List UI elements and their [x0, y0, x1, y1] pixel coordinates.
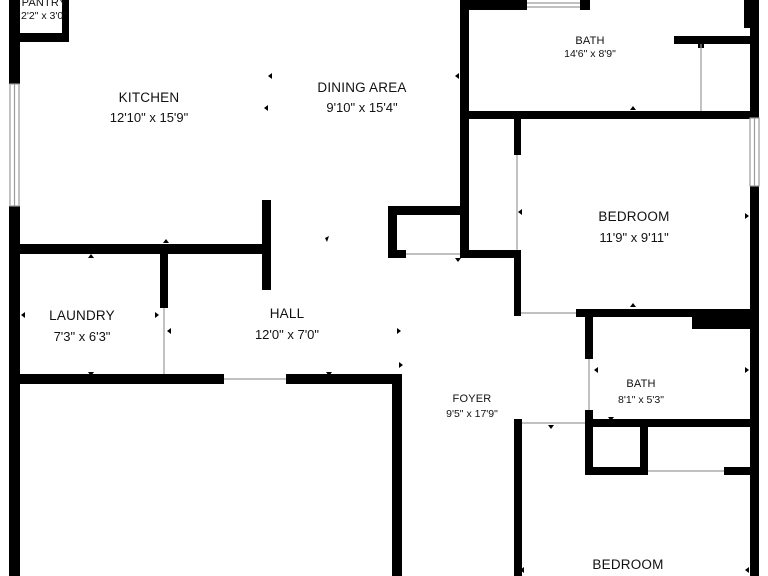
tick	[163, 239, 169, 243]
tick	[455, 258, 461, 262]
tick	[630, 303, 636, 307]
bedroom1-closet-wall	[460, 250, 521, 258]
bath1-top-wall-a	[469, 0, 527, 10]
bath1-right-stub	[744, 0, 750, 28]
tick	[21, 312, 25, 318]
kitchen-hall-stub	[262, 200, 271, 290]
tick	[88, 372, 94, 376]
exterior-wall-left-top	[9, 0, 20, 84]
bath2-dims: 8'1" x 5'3"	[618, 394, 664, 406]
walls	[9, 0, 759, 576]
pantry-wall-right	[62, 0, 69, 42]
tick	[397, 328, 401, 334]
closet-left-wall	[388, 206, 397, 258]
pantry-wall-bottom	[20, 33, 68, 42]
exterior-wall-left-mid	[9, 206, 20, 576]
closet-bottom-wall	[388, 250, 406, 258]
pantry-dims: 2'2" x 3'0"	[21, 10, 67, 22]
bath1-closet-top	[674, 36, 750, 44]
tick	[455, 73, 459, 79]
dining-label: DINING AREA	[317, 80, 406, 95]
bath1-top-wall-b	[580, 0, 590, 10]
pantry-label: PANTRY	[22, 0, 67, 9]
garage-right-wall	[392, 374, 402, 576]
tick	[167, 328, 171, 334]
bath2-closet-bottom-a	[585, 467, 648, 475]
tick	[326, 372, 332, 376]
bedroom1-left-wall-a	[514, 119, 521, 155]
laundry-dims: 7'3" x 6'3"	[54, 329, 111, 344]
bath1-dims: 14'6" x 8'9"	[564, 48, 616, 60]
bedroom1-bottom-wall	[576, 309, 750, 317]
bath2-left-wall-a	[585, 317, 593, 359]
tick	[548, 425, 554, 429]
tick	[518, 209, 522, 215]
bedroom1-bottom-block	[692, 309, 750, 329]
kitchen-label: KITCHEN	[119, 90, 180, 105]
bath2-bottom-wall	[585, 419, 750, 427]
hall-label: HALL	[270, 306, 305, 321]
bath1-bottom-wall	[469, 111, 750, 119]
tick	[155, 312, 159, 318]
bedroom2-label: BEDROOM	[592, 557, 663, 572]
laundry-bottom-wall-a	[20, 374, 224, 384]
bedroom1-label: BEDROOM	[598, 209, 669, 224]
windows	[9, 2, 760, 472]
tick	[325, 236, 329, 242]
foyer-dims: 9'5" x 17'9"	[446, 408, 498, 420]
bath2-closet-bottom-b	[724, 467, 750, 475]
exterior-wall-right-mid	[750, 186, 759, 576]
tick	[264, 105, 268, 111]
foyer-label: FOYER	[453, 393, 492, 405]
kitchen-dims: 12'10" x 15'9"	[110, 110, 189, 125]
laundry-bottom-wall-b	[286, 374, 402, 384]
laundry-right-wall	[160, 254, 168, 308]
laundry-label: LAUNDRY	[49, 308, 115, 323]
closet-top-wall	[388, 206, 464, 215]
tick	[608, 417, 614, 421]
tick	[594, 367, 598, 373]
bath2-left-wall-b	[585, 410, 593, 474]
tick	[745, 567, 749, 573]
dimension-ticks	[21, 35, 749, 573]
tick	[745, 367, 749, 373]
tick	[268, 73, 272, 79]
bath1-closet-post	[698, 36, 704, 48]
bath2-label: BATH	[626, 378, 655, 390]
hall-dims: 12'0" x 7'0"	[255, 327, 319, 342]
room-labels: PANTRY 2'2" x 3'0" KITCHEN 12'10" x 15'9…	[21, 0, 669, 572]
bath2-inner-wall	[640, 419, 648, 475]
tick	[630, 106, 636, 110]
tick	[38, 35, 44, 38]
dining-dims: 9'10" x 15'4"	[326, 100, 398, 115]
tick	[88, 254, 94, 258]
tick	[520, 567, 524, 573]
tick	[745, 213, 749, 219]
tick	[399, 362, 403, 368]
bedroom2-left-wall	[514, 419, 522, 576]
bath1-label: BATH	[575, 35, 604, 47]
bath1-left-wall	[460, 0, 469, 258]
kitchen-laundry-wall	[20, 244, 270, 254]
bedroom1-dims: 11'9" x 9'11"	[599, 230, 669, 245]
bedroom1-left-wall-b	[514, 250, 521, 316]
exterior-wall-right-top	[750, 0, 759, 118]
